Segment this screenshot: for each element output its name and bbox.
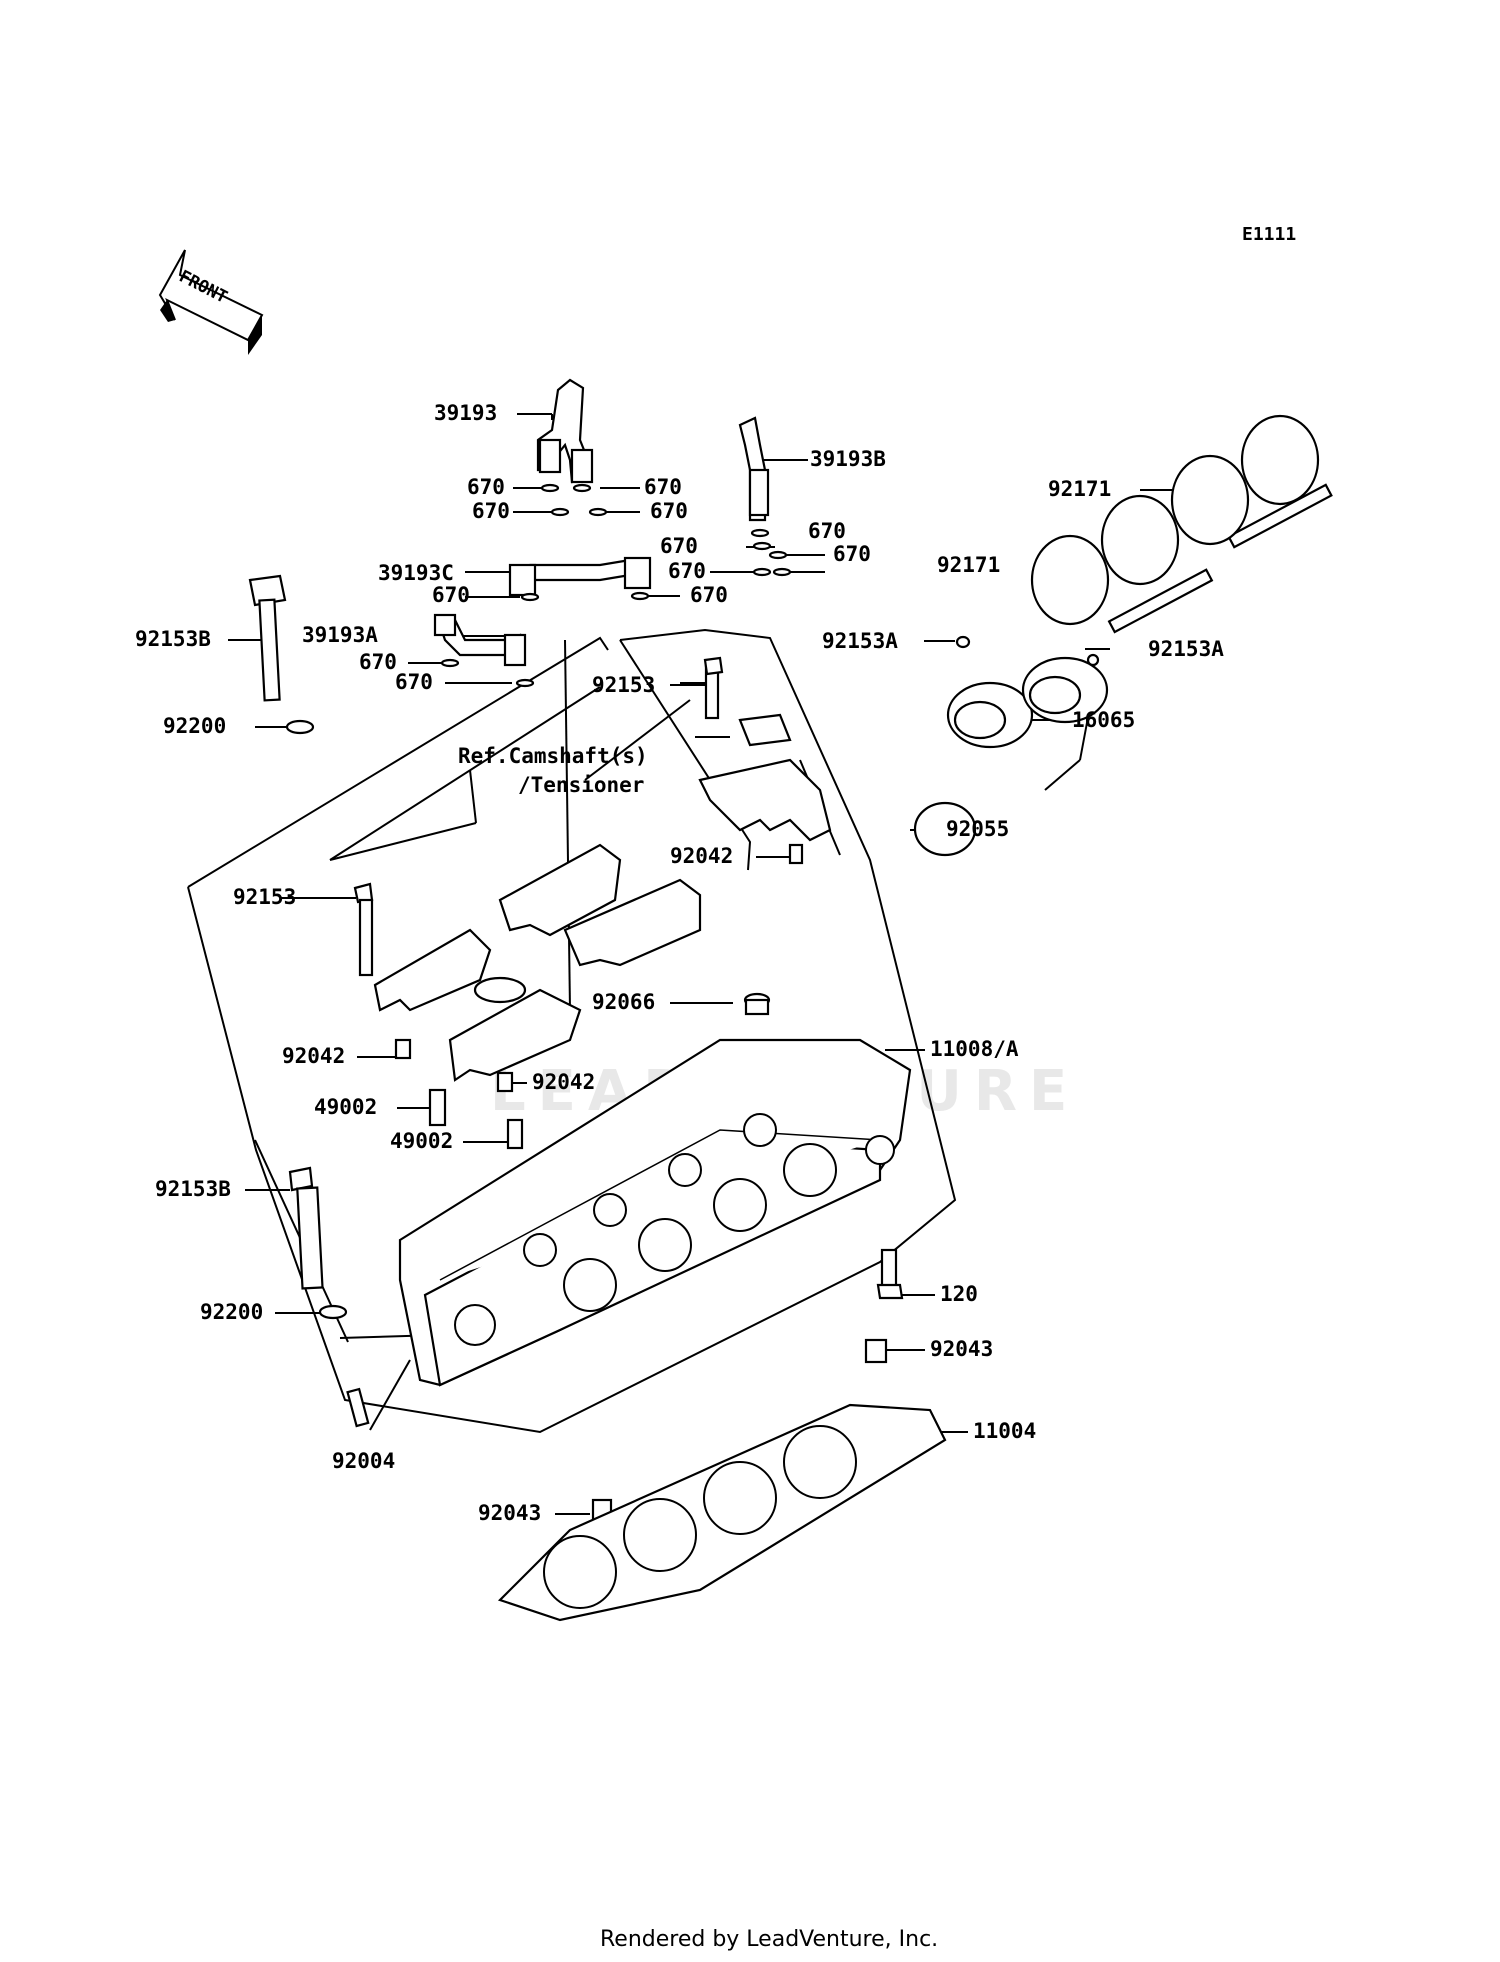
callout-92153b: 92153B [135,627,211,651]
callout-670: 670 [395,670,433,694]
callout-670: 670 [644,475,682,499]
callout-92042: 92042 [282,1044,345,1068]
callout-92043: 92043 [930,1337,993,1361]
cam-cap-top [698,656,832,865]
pipe-39193a [433,613,535,688]
bolt-120 [876,1248,904,1300]
callout-11004: 11004 [973,1419,1036,1443]
callout-92004: 92004 [332,1449,395,1473]
callout-49002: 49002 [390,1129,453,1153]
callout-670: 670 [359,650,397,674]
callout-92153: 92153 [233,885,296,909]
callout-670: 670 [833,542,871,566]
callout-11008a: 11008/A [930,1037,1019,1061]
pipe-39193b [630,416,792,601]
reference-note-line1: Ref.Camshaft(s) [458,744,648,768]
callout-120: 120 [940,1282,978,1306]
bolt-92153-mid [353,882,374,977]
callout-670: 670 [668,559,706,583]
bolt-92153b-top [248,574,315,735]
pipe-39193 [536,378,608,517]
cylinder-head-11008a [398,1038,912,1387]
pipe-39193c [508,556,652,602]
callout-670: 670 [660,534,698,558]
gasket-11004 [497,1403,947,1622]
callout-92171: 92171 [937,553,1000,577]
callout-92042: 92042 [670,844,733,868]
intake-boots [913,414,1333,857]
callout-39193: 39193 [434,401,497,425]
callout-92153a: 92153A [1148,637,1224,661]
callout-39193c: 39193C [378,561,454,585]
bolt-92153b-bottom [288,1166,348,1320]
footer-credit: Rendered by LeadVenture, Inc. [600,1927,938,1952]
callout-670: 670 [690,583,728,607]
callout-670: 670 [650,499,688,523]
callout-16065: 16065 [1072,708,1135,732]
callout-92153: 92153 [592,673,655,697]
callout-92042: 92042 [532,1070,595,1094]
stud-92004 [346,1387,370,1428]
plug-92066 [743,992,771,1016]
callout-49002: 49002 [314,1095,377,1119]
callout-92153a: 92153A [822,629,898,653]
diagram-code: E1111 [1242,224,1296,245]
callout-92066: 92066 [592,990,655,1014]
reference-note-line2: /Tensioner [518,773,644,797]
callout-92153b: 92153B [155,1177,231,1201]
callout-92171: 92171 [1048,477,1111,501]
callout-670: 670 [472,499,510,523]
callout-39193b: 39193B [810,447,886,471]
callout-92200: 92200 [163,714,226,738]
cam-caps-center [373,843,702,1082]
callout-92200: 92200 [200,1300,263,1324]
callout-39193a: 39193A [302,623,378,647]
dowels-and-guides [394,1038,524,1150]
callout-92043: 92043 [478,1501,541,1525]
callout-670: 670 [467,475,505,499]
front-arrow-icon: FRONT [158,249,264,355]
callout-670: 670 [432,583,470,607]
callout-670: 670 [808,519,846,543]
callout-92055: 92055 [946,817,1009,841]
